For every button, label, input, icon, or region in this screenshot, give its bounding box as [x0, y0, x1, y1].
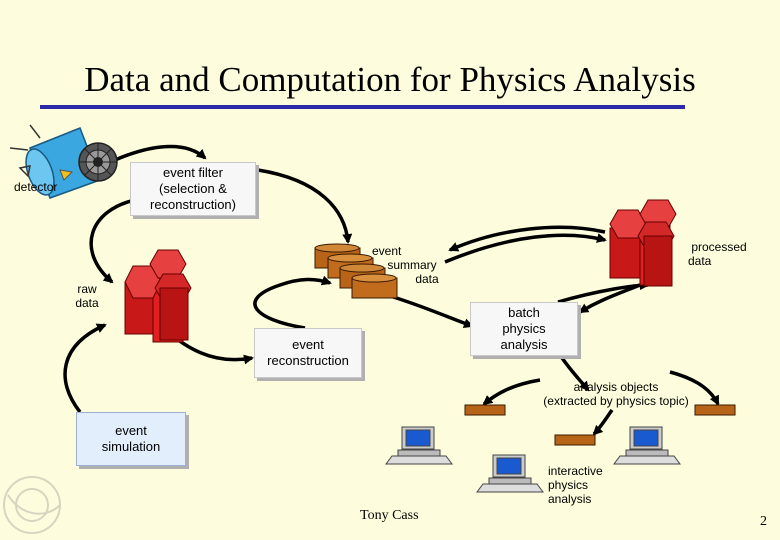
arrow-detector-to-filter: [114, 144, 207, 162]
arrow-objects-left: [482, 378, 541, 406]
arrow-filter-to-summary: [257, 168, 353, 244]
title-underline: [40, 105, 685, 109]
event-summary-tapes-icon: [314, 243, 398, 299]
analysis-objects-label-line2: (extracted by physics topic): [543, 394, 689, 408]
arrow-reco-to-summary: [253, 275, 332, 330]
processed-data-storage-icon: [609, 199, 677, 287]
analysis-object-tapes: [464, 404, 736, 446]
arrow-batch-to-objects: [558, 354, 590, 392]
batch-analysis-label-line2: physics: [502, 321, 546, 336]
analysis-objects-label: analysis objects (extracted by physics t…: [538, 380, 694, 408]
page-number: 2: [760, 514, 767, 529]
flow-arrows: [63, 144, 720, 436]
computer-icon-middle: [476, 454, 544, 493]
detector-label: detector: [14, 180, 58, 194]
event-filter-label-line1: event filter: [163, 165, 223, 180]
event-reconstruction-label-line2: reconstruction: [267, 353, 349, 368]
arrow-summary-processed-link: [444, 233, 607, 264]
event-filter-label-line2: (selection &: [159, 181, 227, 196]
batch-analysis-box[interactable]: batch physics analysis: [470, 302, 578, 356]
analysis-objects-label-line1: analysis objects: [573, 380, 659, 394]
raw-data-label-line2: data: [75, 296, 99, 310]
raw-data-label-line1: raw: [77, 282, 97, 296]
detector-icon: [9, 124, 118, 199]
event-summary-data-label: event summary data: [372, 244, 452, 286]
arrow-processed-to-summary: [448, 225, 606, 252]
interactive-analysis-label: interactive physics analysis: [548, 464, 618, 506]
raw-data-label: raw data: [70, 282, 104, 310]
batch-analysis-label-line1: batch: [508, 305, 540, 320]
cern-logo-icon: [3, 476, 61, 534]
computer-icon-right: [613, 426, 681, 465]
arrow-filter-to-raw: [89, 198, 136, 284]
processed-data-label-line1: processed: [691, 240, 747, 254]
interactive-analysis-label-line1: interactive: [548, 464, 603, 478]
arrow-objects-right: [669, 370, 720, 406]
interactive-analysis-label-line2: physics: [548, 478, 589, 492]
arrow-simulation-to-raw: [63, 323, 107, 414]
event-reconstruction-box[interactable]: event reconstruction: [254, 328, 362, 378]
event-simulation-label-line2: simulation: [101, 439, 161, 454]
event-reconstruction-label-line1: event: [292, 337, 324, 352]
arrow-processed-to-batch: [578, 283, 641, 314]
arrow-summary-to-batch: [389, 294, 474, 328]
event-simulation-label-line1: event: [115, 423, 147, 438]
event-simulation-box[interactable]: event simulation: [76, 412, 186, 466]
processed-data-label: processed data: [684, 240, 754, 268]
computer-icon-left: [385, 426, 453, 465]
batch-analysis-label-line3: analysis: [500, 337, 548, 352]
event-summary-label-line2: summary: [387, 258, 437, 272]
author-name: Tony Cass: [360, 508, 419, 523]
event-filter-box[interactable]: event filter (selection & reconstruction…: [130, 162, 256, 216]
page-title: Data and Computation for Physics Analysi…: [84, 60, 696, 99]
arrow-objects-middle: [592, 408, 614, 436]
processed-data-label-line2: data: [688, 254, 712, 268]
interactive-analysis-label-line3: analysis: [548, 492, 592, 506]
event-summary-label-line1: event: [372, 244, 402, 258]
event-summary-label-line3: data: [415, 272, 439, 286]
raw-data-storage-icon: [124, 249, 192, 343]
event-filter-label-line3: reconstruction): [150, 197, 236, 212]
